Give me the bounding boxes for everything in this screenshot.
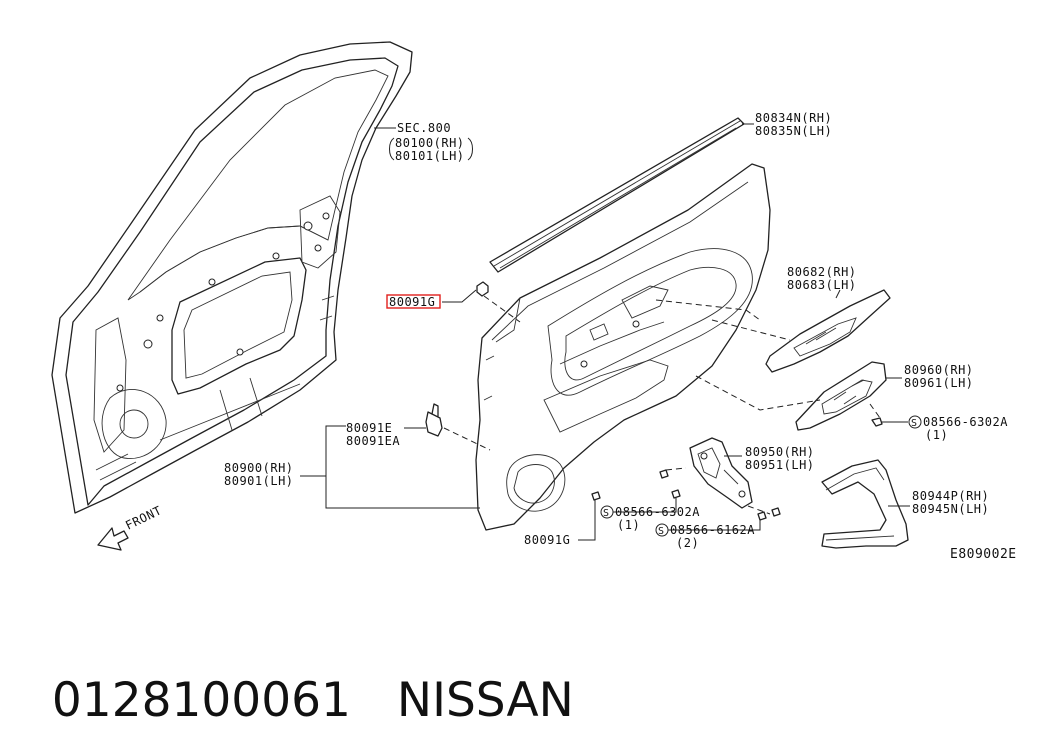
clip-80091g-bottom: 80091G <box>524 491 601 547</box>
door-callout: SEC.800 80100(RH) 80101(LH) <box>374 121 473 163</box>
screw-a-symbol <box>908 415 922 429</box>
sec-800-label: SEC.800 <box>397 121 451 135</box>
pull-lh-label: 80945N(LH) <box>912 502 989 516</box>
svg-text:S: S <box>911 418 918 429</box>
door-trim-panel <box>475 163 771 531</box>
finisher-lh-label: 80683(LH) <box>787 278 857 292</box>
weatherstrip-rh-label: 80834N(RH) <box>755 111 832 125</box>
clip-e-label: 80091E <box>346 421 392 435</box>
screw-a: S 08566-6302A (1) <box>871 415 1008 442</box>
weatherstrip-lh-label: 80835N(LH) <box>755 124 832 138</box>
bracket-part: 80950(RH) 80951(LH) <box>665 437 815 515</box>
switch-lh-label: 80961(LH) <box>904 376 974 390</box>
clip-80091g-top: 80091G <box>386 281 521 323</box>
screw-c: S 08566-6162A (2) <box>655 507 781 550</box>
screw-b: S 08566-6302A (1) <box>600 469 700 532</box>
trim-lh-label: 80901(LH) <box>224 474 294 488</box>
weatherstrip-part: 80834N(RH) 80835N(LH) <box>489 111 832 273</box>
clip-highlight-label: 80091G <box>389 295 435 309</box>
footer: 0128100061 NISSAN <box>22 596 1022 728</box>
pull-handle-part: 80944P(RH) 80945N(LH) <box>821 459 989 549</box>
screw-b-symbol <box>600 505 614 519</box>
clip-g-bottom-label: 80091G <box>524 533 570 547</box>
screw-c-qty: (2) <box>676 536 699 550</box>
door-frame <box>51 41 413 514</box>
trim-rh-label: 80900(RH) <box>224 461 294 475</box>
switch-part: 80960(RH) 80961(LH) <box>695 361 974 431</box>
pull-rh-label: 80944P(RH) <box>912 489 989 503</box>
bracket-lh-label: 80951(LH) <box>745 458 815 472</box>
svg-text:S: S <box>603 508 610 519</box>
finisher-rh-label: 80682(RH) <box>787 265 857 279</box>
clip-ea-label: 80091EA <box>346 434 400 448</box>
brand-name: NISSAN <box>396 673 574 728</box>
screw-c-symbol <box>655 523 669 537</box>
screw-b-label: 08566-6302A <box>615 505 700 519</box>
screw-a-label: 08566-6302A <box>923 415 1008 429</box>
highlight-box <box>386 294 441 309</box>
finisher-part: 80682(RH) 80683(LH) <box>655 265 891 373</box>
screw-c-label: 08566-6162A <box>670 523 755 537</box>
front-arrow: FRONT <box>97 503 164 551</box>
bracket-rh-label: 80950(RH) <box>745 445 815 459</box>
trim-callout: 80900(RH) 80901(LH) <box>224 425 480 509</box>
parts-diagram: SEC.800 80100(RH) 80101(LH) FRONT 80834N… <box>51 41 1017 562</box>
svg-text:S: S <box>658 526 665 537</box>
clip-80091e: 80091E 80091EA <box>346 403 491 451</box>
door-rh-label: 80100(RH) <box>395 136 465 150</box>
switch-rh-label: 80960(RH) <box>904 363 974 377</box>
screw-a-qty: (1) <box>925 428 948 442</box>
door-lh-label: 80101(LH) <box>395 149 465 163</box>
part-number: 0128100061 <box>51 673 351 728</box>
diagram-code: E809002E <box>950 547 1017 562</box>
screw-b-qty: (1) <box>617 518 640 532</box>
front-label: FRONT <box>123 503 164 533</box>
